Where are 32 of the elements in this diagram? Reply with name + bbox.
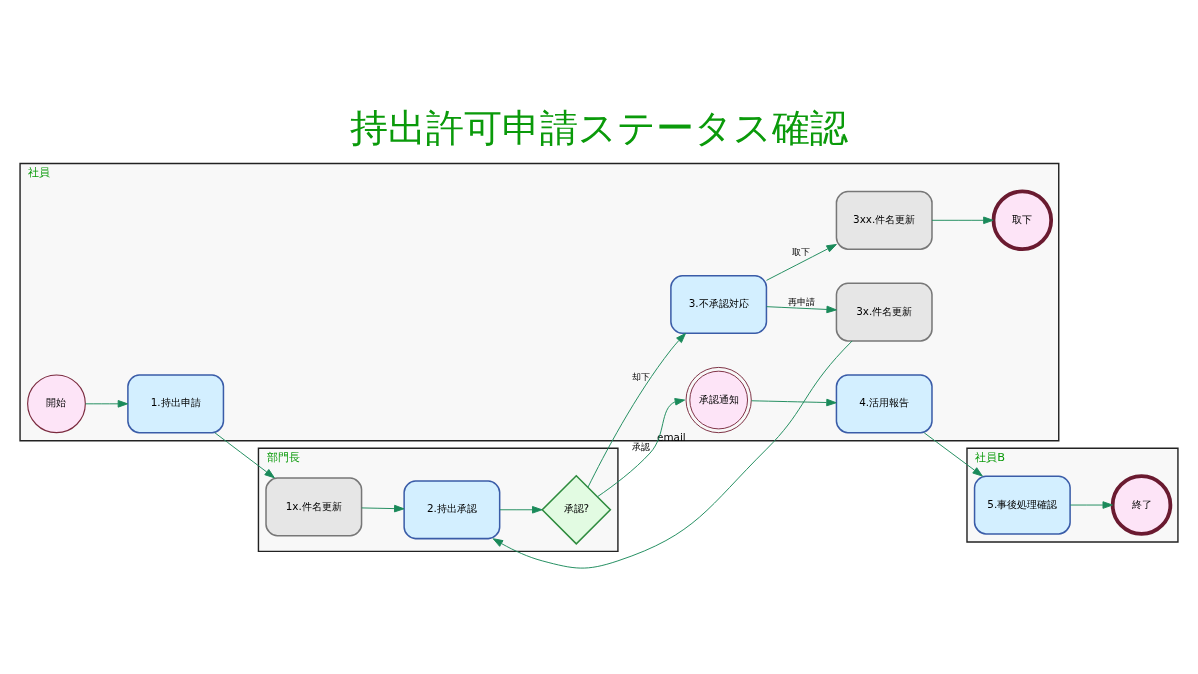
arrow	[751, 398, 837, 406]
arrow	[361, 504, 405, 512]
arrow	[587, 332, 686, 488]
node-circle: 開始	[27, 373, 86, 433]
node-circle: 承認通知	[685, 366, 752, 433]
arrow	[923, 431, 983, 476]
edge-label: 取下	[792, 245, 811, 257]
diagram-title: 持出許可申請ステータス確認	[350, 105, 848, 150]
arrow	[931, 216, 994, 224]
node-box: 3x.件名更新	[835, 281, 933, 342]
arrow	[492, 340, 853, 569]
node-box: 4.活用報告	[835, 373, 933, 433]
edge-label: 却下	[631, 370, 650, 382]
node-circle: 終了	[1110, 473, 1173, 536]
arrow	[499, 505, 543, 514]
node-box: 5.事後処理確認	[973, 474, 1071, 535]
arrow	[214, 431, 275, 478]
node-box: 1.持出申請	[127, 373, 225, 433]
node-box: 2.持出承認	[403, 479, 501, 539]
node-label: email	[657, 430, 686, 443]
node-box: 3xx.件名更新	[835, 190, 933, 250]
node-diamond: 承認?	[541, 474, 612, 545]
arrow	[85, 399, 129, 408]
arrow	[1069, 500, 1113, 509]
edge-label: 承認	[631, 440, 650, 452]
node-box: 3.不承認対応	[670, 274, 768, 334]
arrow	[766, 305, 837, 313]
arrow	[597, 397, 686, 497]
node-box: 1x.件名更新	[265, 476, 363, 537]
arrow	[766, 243, 837, 281]
node-circle: 取下	[991, 189, 1054, 251]
edge-label: 再申請	[787, 295, 815, 307]
